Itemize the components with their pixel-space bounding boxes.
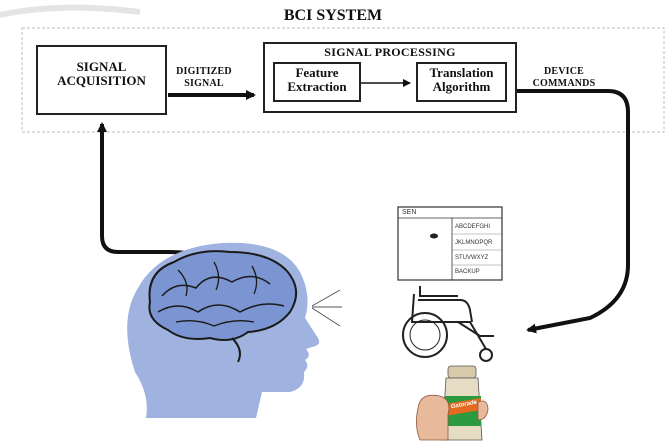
- translation-algorithm-label: Translation Algorithm: [417, 66, 506, 93]
- bci-system-boundary: [21, 27, 665, 133]
- vision-rays: [311, 289, 342, 327]
- device-commands-line2: COMMANDS: [532, 77, 596, 89]
- signal-acquisition-line2: ACQUISITION: [57, 72, 146, 88]
- translation-algorithm-line1: Translation: [429, 65, 494, 80]
- signal-acquisition-box: [36, 45, 167, 115]
- speller-header: SEN: [402, 209, 417, 216]
- device-commands-label: DEVICE COMMANDS: [516, 66, 612, 89]
- feature-extraction-label: Feature Extraction: [274, 66, 360, 93]
- brain-to-acquisition-arrow: [97, 122, 212, 262]
- speller-item: BACKUP: [455, 269, 480, 275]
- feature-extraction-line1: Feature: [295, 65, 339, 80]
- system-title: BCI SYSTEM: [283, 7, 383, 24]
- wheelchair: [402, 286, 494, 362]
- device-commands-line1: DEVICE: [543, 66, 585, 77]
- speller-item: JKLMNOPQR: [455, 240, 493, 246]
- translation-algorithm-line2: Algorithm: [432, 78, 491, 94]
- signal-acquisition-line1: SIGNAL: [76, 59, 127, 74]
- digitized-signal-line2: SIGNAL: [184, 77, 224, 89]
- digitized-signal-label: DIGITIZED SIGNAL: [166, 66, 242, 89]
- speller-item: ABCDEFGHI: [455, 224, 491, 230]
- feature-extraction-box: [273, 62, 361, 102]
- brain: [148, 250, 297, 363]
- digitized-signal-line1: DIGITIZED: [176, 66, 232, 77]
- bottle-in-hand: [416, 365, 489, 441]
- speller-item: STUVWXYZ: [455, 255, 489, 261]
- translation-algorithm-box: [416, 62, 507, 102]
- feature-extraction-line2: Extraction: [287, 78, 347, 94]
- signal-processing-title: SIGNAL PROCESSING: [324, 45, 456, 59]
- device-commands-arrow: [517, 89, 630, 334]
- background-swoosh: [0, 4, 141, 18]
- speller-screen: [397, 206, 503, 281]
- signal-acquisition-label: SIGNAL ACQUISITION: [37, 60, 166, 87]
